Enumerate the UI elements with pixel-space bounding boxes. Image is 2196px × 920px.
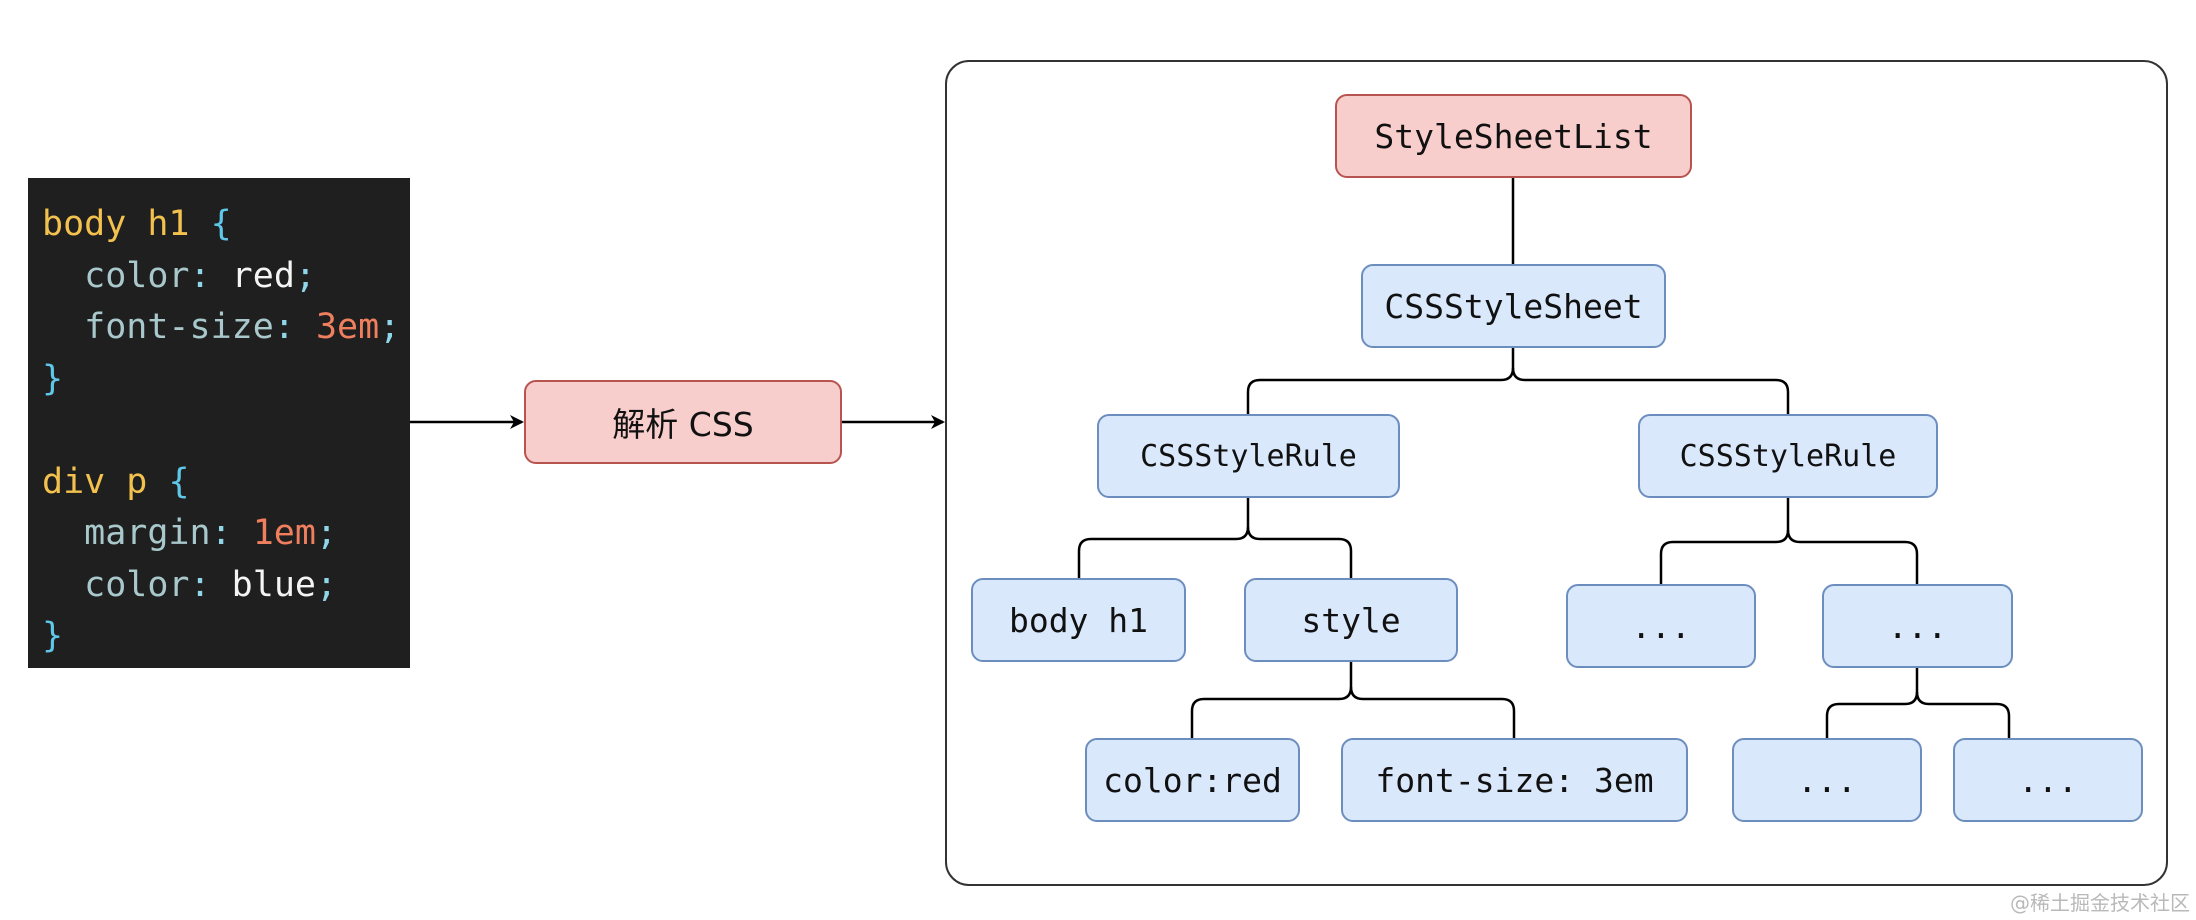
cssom-tree-frame xyxy=(945,60,2168,886)
code-line: } xyxy=(42,353,63,405)
node-ellipsis-b-label: ... xyxy=(1887,606,1948,646)
node-stylesheetlist: StyleSheetList xyxy=(1335,94,1692,178)
edge-rule-left-style xyxy=(1246,526,1353,578)
node-cssstylerule-right: CSSStyleRule xyxy=(1638,414,1938,498)
node-ellipsis-a-label: ... xyxy=(1631,606,1691,646)
edge-style-color xyxy=(1190,662,1353,738)
code-token: 3em xyxy=(315,307,380,347)
node-ellipsis-d-label: ... xyxy=(2018,760,2078,800)
code-token: : xyxy=(189,564,232,605)
code-token: } xyxy=(42,358,64,399)
node-cssstylerule-right-label: CSSStyleRule xyxy=(1679,438,1897,474)
node-style: style xyxy=(1244,578,1458,662)
node-ellipsis-c: ... xyxy=(1732,738,1922,822)
code-token: ; xyxy=(294,255,316,296)
edge-style-font-size xyxy=(1349,686,1516,738)
code-line: margin: 1em; xyxy=(42,507,337,559)
code-token: ; xyxy=(315,564,338,605)
node-ellipsis-d: ... xyxy=(1953,738,2143,822)
code-token: red xyxy=(231,255,295,296)
code-token: blue xyxy=(231,564,316,605)
node-ellipsis-c-label: ... xyxy=(1797,760,1857,800)
node-cssstylesheet-label: CSSStyleSheet xyxy=(1384,286,1643,326)
node-selector-label: body h1 xyxy=(1008,600,1149,640)
edge-rule-right-ellipsis-b xyxy=(1786,529,1919,584)
code-token: color xyxy=(42,255,190,296)
css-code-panel: body h1 { color: red; font-size: 3em;} di… xyxy=(28,178,410,668)
node-cssstylerule-left: CSSStyleRule xyxy=(1097,414,1400,498)
node-style-label: style xyxy=(1301,600,1401,640)
code-line: font-size: 3em; xyxy=(42,301,400,353)
node-declaration-font-size-label: font-size: 3em xyxy=(1375,760,1654,800)
code-token: ; xyxy=(379,307,401,347)
code-token: { xyxy=(210,204,232,244)
code-token: margin xyxy=(42,513,211,553)
node-selector: body h1 xyxy=(971,578,1186,662)
edge-rule-left-selector xyxy=(1077,498,1250,578)
code-token: ; xyxy=(315,513,338,553)
edge-ellipsis-b-c xyxy=(1825,668,1919,738)
code-token: div p xyxy=(42,461,169,502)
edge-rule-right-ellipsis-a xyxy=(1659,498,1790,584)
code-token: body h1 xyxy=(42,204,211,244)
code-token: } xyxy=(42,616,64,656)
code-line: color: blue; xyxy=(42,559,337,611)
code-token: { xyxy=(168,461,190,502)
code-line: } xyxy=(42,610,63,662)
edge-sheet-rule-left xyxy=(1246,348,1515,414)
code-line: div p { xyxy=(42,456,190,508)
edge-sheet-rule-right xyxy=(1511,367,1790,414)
code-token: : xyxy=(189,255,232,296)
node-declaration-font-size: font-size: 3em xyxy=(1341,738,1688,822)
parse-css-label: 解析 CSS xyxy=(612,405,754,444)
node-ellipsis-a: ... xyxy=(1566,584,1756,668)
code-line: color: red; xyxy=(42,250,316,302)
edge-ellipsis-b-d xyxy=(1915,691,2011,738)
code-token: font-size xyxy=(42,307,274,347)
code-line: body h1 { xyxy=(42,198,232,250)
code-token: : xyxy=(273,307,316,347)
code-token: : xyxy=(210,513,253,553)
node-declaration-color: color:red xyxy=(1085,738,1300,822)
code-token: 1em xyxy=(252,513,316,553)
node-cssstylesheet: CSSStyleSheet xyxy=(1361,264,1666,348)
node-declaration-color-label: color:red xyxy=(1103,760,1282,800)
code-token: color xyxy=(42,564,190,605)
node-ellipsis-b: ... xyxy=(1822,584,2013,668)
watermark: @稀土掘金技术社区 xyxy=(2010,891,2190,915)
parse-css-box: 解析 CSS xyxy=(524,380,842,464)
node-stylesheetlist-label: StyleSheetList xyxy=(1374,116,1653,156)
node-cssstylerule-left-label: CSSStyleRule xyxy=(1140,438,1357,474)
